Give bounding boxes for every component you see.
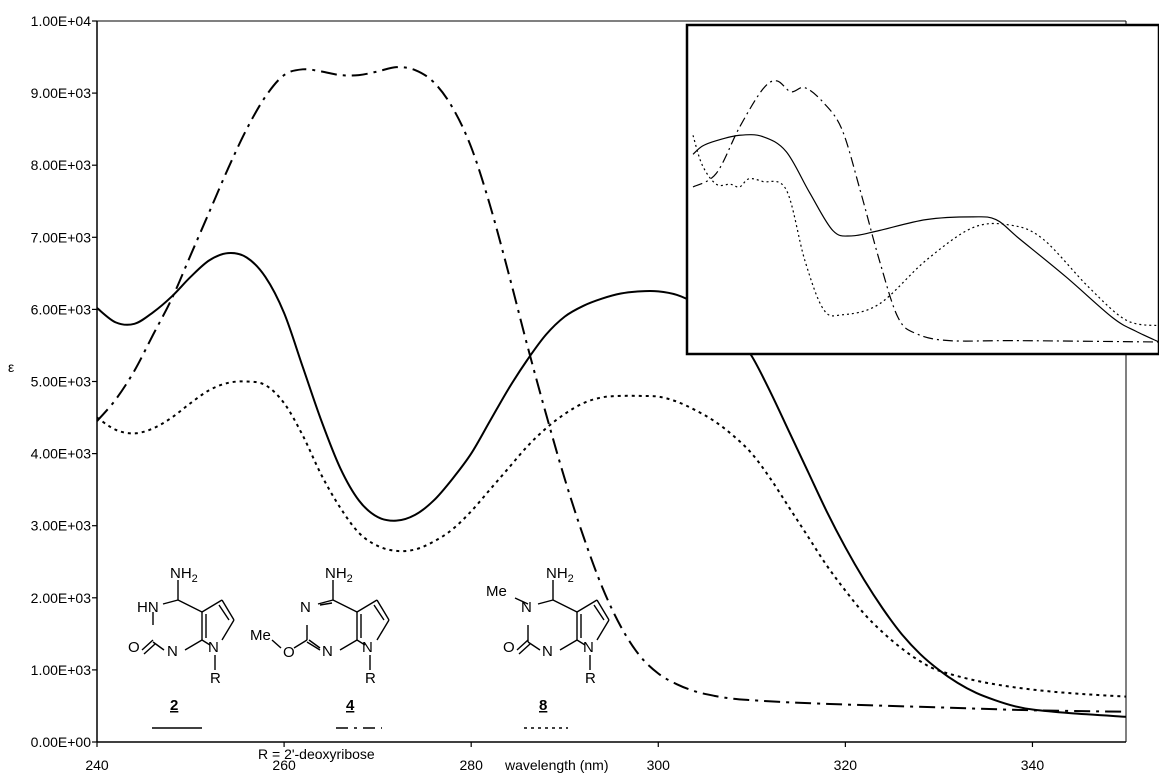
series-layer	[96, 66, 1127, 718]
inset-series-line-2	[692, 134, 1159, 343]
x-axis-ticks: 240 260 280 300 320 340	[85, 742, 1044, 773]
n1-label: N	[300, 599, 311, 616]
series-line-8	[96, 380, 1127, 698]
structure-panel: NH2 HN O N N R 2	[128, 565, 610, 762]
y-tick-label: 6.00E+03	[31, 301, 92, 317]
y-tick-label: 4.00E+03	[31, 446, 92, 462]
y-tick-label: 0.00E+00	[31, 734, 92, 750]
me-label: Me	[486, 583, 507, 600]
me-label: Me	[250, 627, 271, 644]
nh2-label: NH2	[546, 565, 574, 585]
o-label: O	[128, 639, 140, 656]
compound-number-8: 8	[539, 697, 547, 714]
series-line-2	[96, 252, 1127, 718]
x-tick-label: 240	[85, 757, 109, 773]
structure-2: NH2 HN O N N R 2	[128, 565, 235, 729]
structure-4: NH2 N N Me O N R 4	[250, 565, 390, 729]
n9-label: N	[583, 639, 594, 656]
y-axis-ticks: 0.00E+00 1.00E+03 2.00E+03 3.00E+03 4.00E+03…	[31, 13, 97, 750]
r-label: R	[210, 670, 221, 687]
n1-label: N	[521, 599, 532, 616]
inset-series-line-4	[692, 80, 1159, 343]
x-tick-label: 280	[460, 757, 484, 773]
nh2-label: NH2	[170, 565, 198, 585]
y-tick-label: 1.00E+03	[31, 662, 92, 678]
n3-label: N	[322, 643, 333, 660]
y-axis-label: ε	[8, 359, 14, 375]
y-tick-label: 1.00E+04	[31, 13, 92, 29]
n3-label: N	[542, 643, 553, 660]
x-tick-label: 340	[1021, 757, 1045, 773]
compound-number-2: 2	[170, 697, 178, 714]
r-label: R	[585, 670, 596, 687]
x-tick-label: 320	[834, 757, 858, 773]
x-tick-label: 260	[272, 757, 296, 773]
o-label: O	[283, 644, 295, 661]
y-tick-label: 8.00E+03	[31, 157, 92, 173]
n9-label: N	[362, 639, 373, 656]
y-tick-label: 5.00E+03	[31, 374, 92, 390]
n-label: N	[167, 643, 178, 660]
o-label: O	[503, 639, 515, 656]
r-note: R = 2'-deoxyribose	[258, 746, 375, 762]
nh2-label: NH2	[325, 565, 353, 585]
inset-panel	[685, 23, 1159, 356]
inset-series-layer	[692, 80, 1159, 343]
structure-8: NH2 Me N O N N R 8	[486, 565, 610, 729]
hn-label: HN	[137, 599, 159, 616]
y-tick-label: 7.00E+03	[31, 229, 92, 245]
x-axis-label: wavelength (nm)	[504, 757, 609, 773]
y-tick-label: 9.00E+03	[31, 85, 92, 101]
y-tick-label: 2.00E+03	[31, 590, 92, 606]
n9-label: N	[208, 639, 219, 656]
y-tick-label: 3.00E+03	[31, 518, 92, 534]
x-tick-label: 300	[647, 757, 671, 773]
series-line-4	[96, 66, 1127, 713]
compound-number-4: 4	[346, 697, 355, 714]
r-label: R	[365, 670, 376, 687]
